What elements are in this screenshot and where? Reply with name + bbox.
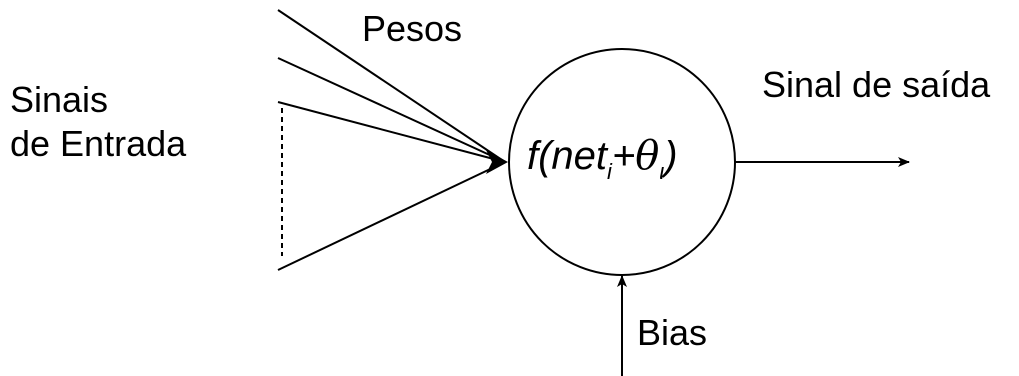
input-line-2: [277, 57, 506, 163]
formula-plus: +: [611, 134, 636, 178]
input-arrowhead: [486, 150, 508, 174]
formula-function: f(net: [527, 134, 608, 178]
formula-theta: θ: [635, 133, 660, 179]
input-signals-label-line1: Sinais: [10, 79, 109, 120]
formula-net-subscript: i: [607, 159, 612, 184]
input-line-1: [277, 9, 506, 163]
input-signals-label: Sinais de Entrada: [10, 78, 186, 166]
output-signal-label: Sinal de saída: [762, 64, 991, 105]
formula-close-paren: ): [664, 134, 678, 178]
bias-label: Bias: [637, 312, 708, 353]
input-signals-label-line2: de Entrada: [10, 123, 187, 164]
activation-formula: f(neti+θι): [527, 132, 678, 196]
input-line-3: [277, 101, 506, 163]
weights-label: Pesos: [362, 8, 463, 49]
input-lines: [277, 9, 506, 271]
input-line-4: [277, 161, 506, 271]
formula-theta-subscript: ι: [659, 159, 665, 184]
